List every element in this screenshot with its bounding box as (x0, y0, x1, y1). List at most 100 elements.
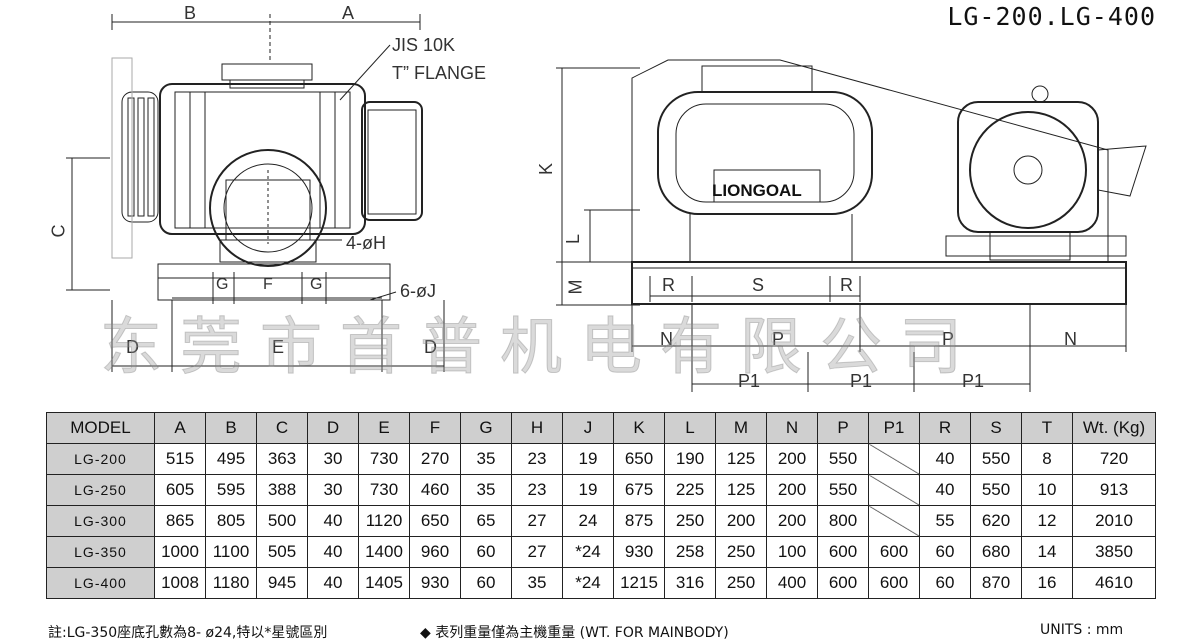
value-cell: 865 (154, 505, 206, 537)
value-cell: 65 (460, 505, 512, 537)
value-cell: 40 (919, 443, 971, 475)
model-cell: LG-200 (46, 443, 155, 475)
dim-label-b: B (184, 3, 197, 23)
header-cell: P (817, 412, 869, 444)
value-cell: 1405 (358, 567, 410, 599)
header-cell: S (970, 412, 1022, 444)
value-cell: 930 (409, 567, 461, 599)
value-cell: 400 (766, 567, 818, 599)
value-cell: 495 (205, 443, 257, 475)
value-cell: 40 (307, 505, 359, 537)
value-cell: 650 (409, 505, 461, 537)
value-cell: 605 (154, 474, 206, 506)
value-cell: 316 (664, 567, 716, 599)
value-cell: 550 (817, 443, 869, 475)
dim-label-c: C (48, 224, 69, 238)
header-cell: B (205, 412, 257, 444)
value-cell: 19 (562, 474, 614, 506)
value-cell: 363 (256, 443, 308, 475)
value-cell: 600 (868, 567, 920, 599)
hole-note-h: 4-øH (346, 233, 386, 253)
dim-label-s: S (752, 275, 765, 295)
value-cell: 800 (817, 505, 869, 537)
header-cell: R (919, 412, 971, 444)
value-cell: 1215 (613, 567, 665, 599)
value-cell: 515 (154, 443, 206, 475)
dim-label-e: E (272, 337, 285, 357)
value-cell: 60 (919, 536, 971, 568)
header-cell: D (307, 412, 359, 444)
value-cell: 200 (766, 474, 818, 506)
header-cell: MODEL (46, 412, 155, 444)
value-cell: 190 (664, 443, 716, 475)
value-cell: 30 (307, 474, 359, 506)
value-cell: 505 (256, 536, 308, 568)
model-cell: LG-250 (46, 474, 155, 506)
value-cell: 945 (256, 567, 308, 599)
header-cell: Wt. (Kg) (1072, 412, 1156, 444)
value-cell: 550 (970, 474, 1022, 506)
dim-label-l: L (563, 233, 584, 245)
value-cell: 100 (766, 536, 818, 568)
technical-drawing (66, 14, 1147, 392)
header-cell: T (1021, 412, 1073, 444)
flange-note-line1: JIS 10K (392, 35, 456, 55)
flange-note-line2: T” FLANGE (392, 63, 487, 83)
dim-label-m: M (565, 279, 586, 295)
value-cell: 1000 (154, 536, 206, 568)
dim-label-n-left: N (660, 329, 673, 349)
value-cell: 125 (715, 474, 767, 506)
value-cell: 1120 (358, 505, 410, 537)
value-cell: 60 (919, 567, 971, 599)
value-cell: 1400 (358, 536, 410, 568)
value-cell: 8 (1021, 443, 1073, 475)
hole-note-j: 6-øJ (400, 281, 436, 301)
header-cell: G (460, 412, 512, 444)
spec-table: MODEL A B C D E F G H J K L M N P P1 R S… (46, 412, 1156, 599)
header-cell: J (562, 412, 614, 444)
value-cell: 620 (970, 505, 1022, 537)
value-cell: 675 (613, 474, 665, 506)
value-cell: 23 (511, 474, 563, 506)
model-cell: LG-300 (46, 505, 155, 537)
value-cell: 680 (970, 536, 1022, 568)
value-cell: 27 (511, 505, 563, 537)
dim-label-a: A (342, 3, 355, 23)
header-cell: C (256, 412, 308, 444)
value-cell: 2010 (1072, 505, 1156, 537)
table-header-row: MODEL A B C D E F G H J K L M N P P1 R S… (46, 412, 1156, 444)
dim-label-p-first: P (772, 329, 785, 349)
value-cell: 225 (664, 474, 716, 506)
value-cell: 875 (613, 505, 665, 537)
dim-label-g-right: G (310, 276, 323, 293)
value-cell: 388 (256, 474, 308, 506)
header-cell: A (154, 412, 206, 444)
value-cell: 500 (256, 505, 308, 537)
watermark-text: 东莞市首普机电有限公司 (99, 310, 981, 384)
value-cell: 1180 (205, 567, 257, 599)
value-cell: 960 (409, 536, 461, 568)
footnote-weight: ◆ 表列重量僅為主機重量 (WT. FOR MAINBODY) (420, 625, 729, 641)
value-cell: 3850 (1072, 536, 1156, 568)
value-cell: 720 (1072, 443, 1156, 475)
value-cell: 40 (919, 474, 971, 506)
empty-cell (868, 474, 920, 506)
value-cell: 4610 (1072, 567, 1156, 599)
model-cell: LG-350 (46, 536, 155, 568)
value-cell: 125 (715, 443, 767, 475)
dim-label-k: K (536, 162, 557, 176)
value-cell: 35 (460, 474, 512, 506)
units-label: UNITS : mm (1040, 622, 1124, 638)
value-cell: 27 (511, 536, 563, 568)
dim-label-r-left: R (662, 275, 675, 295)
value-cell: 250 (664, 505, 716, 537)
value-cell: 55 (919, 505, 971, 537)
dim-label-p1-third: P1 (962, 371, 985, 391)
value-cell: 805 (205, 505, 257, 537)
value-cell: 600 (868, 536, 920, 568)
header-cell: N (766, 412, 818, 444)
header-cell: L (664, 412, 716, 444)
value-cell: 200 (766, 443, 818, 475)
